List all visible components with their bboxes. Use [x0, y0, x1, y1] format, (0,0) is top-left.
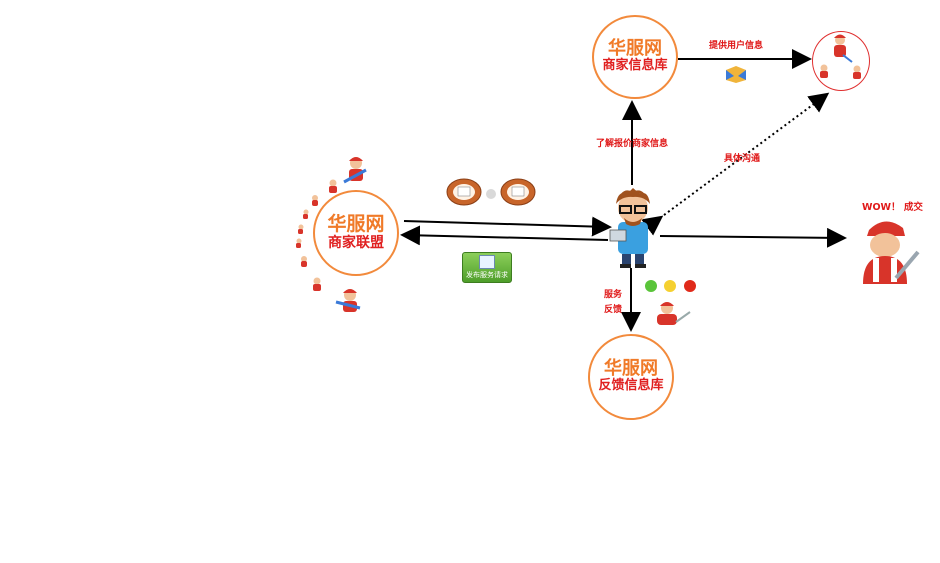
document-icon — [479, 255, 495, 269]
sad-face-icon — [684, 280, 696, 292]
users-group-node — [812, 31, 870, 91]
feedback-db-subtitle: 反馈信息库 — [598, 377, 664, 393]
arrow-person-to-alliance — [400, 225, 609, 246]
label-deal: WOW！ 成交 — [862, 202, 923, 213]
worker-icon — [298, 224, 304, 234]
label-detailed-comm: 具体沟通 — [724, 154, 761, 164]
quote-coin-icon — [446, 178, 482, 206]
publish-request-label: 发布服务请求 — [466, 271, 508, 279]
label-learn-quote: 了解报价商家信息 — [596, 139, 669, 149]
worker-icon — [329, 179, 337, 193]
feedback-db-node: 华服网 反馈信息库 — [588, 334, 674, 420]
worker-icon — [343, 157, 367, 184]
alliance-title: 华服网 — [327, 212, 385, 235]
quote-coin-icon — [500, 178, 536, 206]
worker-icon — [301, 256, 307, 267]
merchant-db-title: 华服网 — [608, 38, 662, 60]
label-feedback: 反馈 — [604, 305, 623, 315]
worker-icon — [312, 195, 318, 206]
worker-icon — [853, 65, 861, 79]
arrow-person-to-deal — [659, 227, 847, 248]
worker-icon — [313, 277, 321, 291]
worker-icon — [296, 238, 302, 248]
label-service: 服务 — [604, 290, 623, 300]
feedback-db-title: 华服网 — [604, 358, 658, 380]
alliance-subtitle: 商家联盟 — [328, 234, 384, 251]
happy-face-icon — [645, 280, 657, 292]
neutral-face-icon — [664, 280, 676, 292]
worker-icon — [303, 209, 309, 219]
dot-icon — [486, 189, 496, 199]
merchant-db-node: 华服网 商家信息库 — [592, 15, 678, 99]
arrow-alliance-to-person — [403, 216, 612, 237]
label-provide-user-info: 提供用户信息 — [709, 41, 764, 51]
worker-icon — [834, 34, 853, 63]
publish-request-badge: 发布服务请求 — [462, 252, 512, 283]
worker-icon — [820, 64, 828, 78]
alliance-node: 华服网 商家联盟 — [313, 190, 399, 276]
merchant-db-subtitle: 商家信息库 — [602, 57, 668, 73]
worker-icon — [657, 302, 691, 325]
worker-icon — [335, 289, 361, 312]
